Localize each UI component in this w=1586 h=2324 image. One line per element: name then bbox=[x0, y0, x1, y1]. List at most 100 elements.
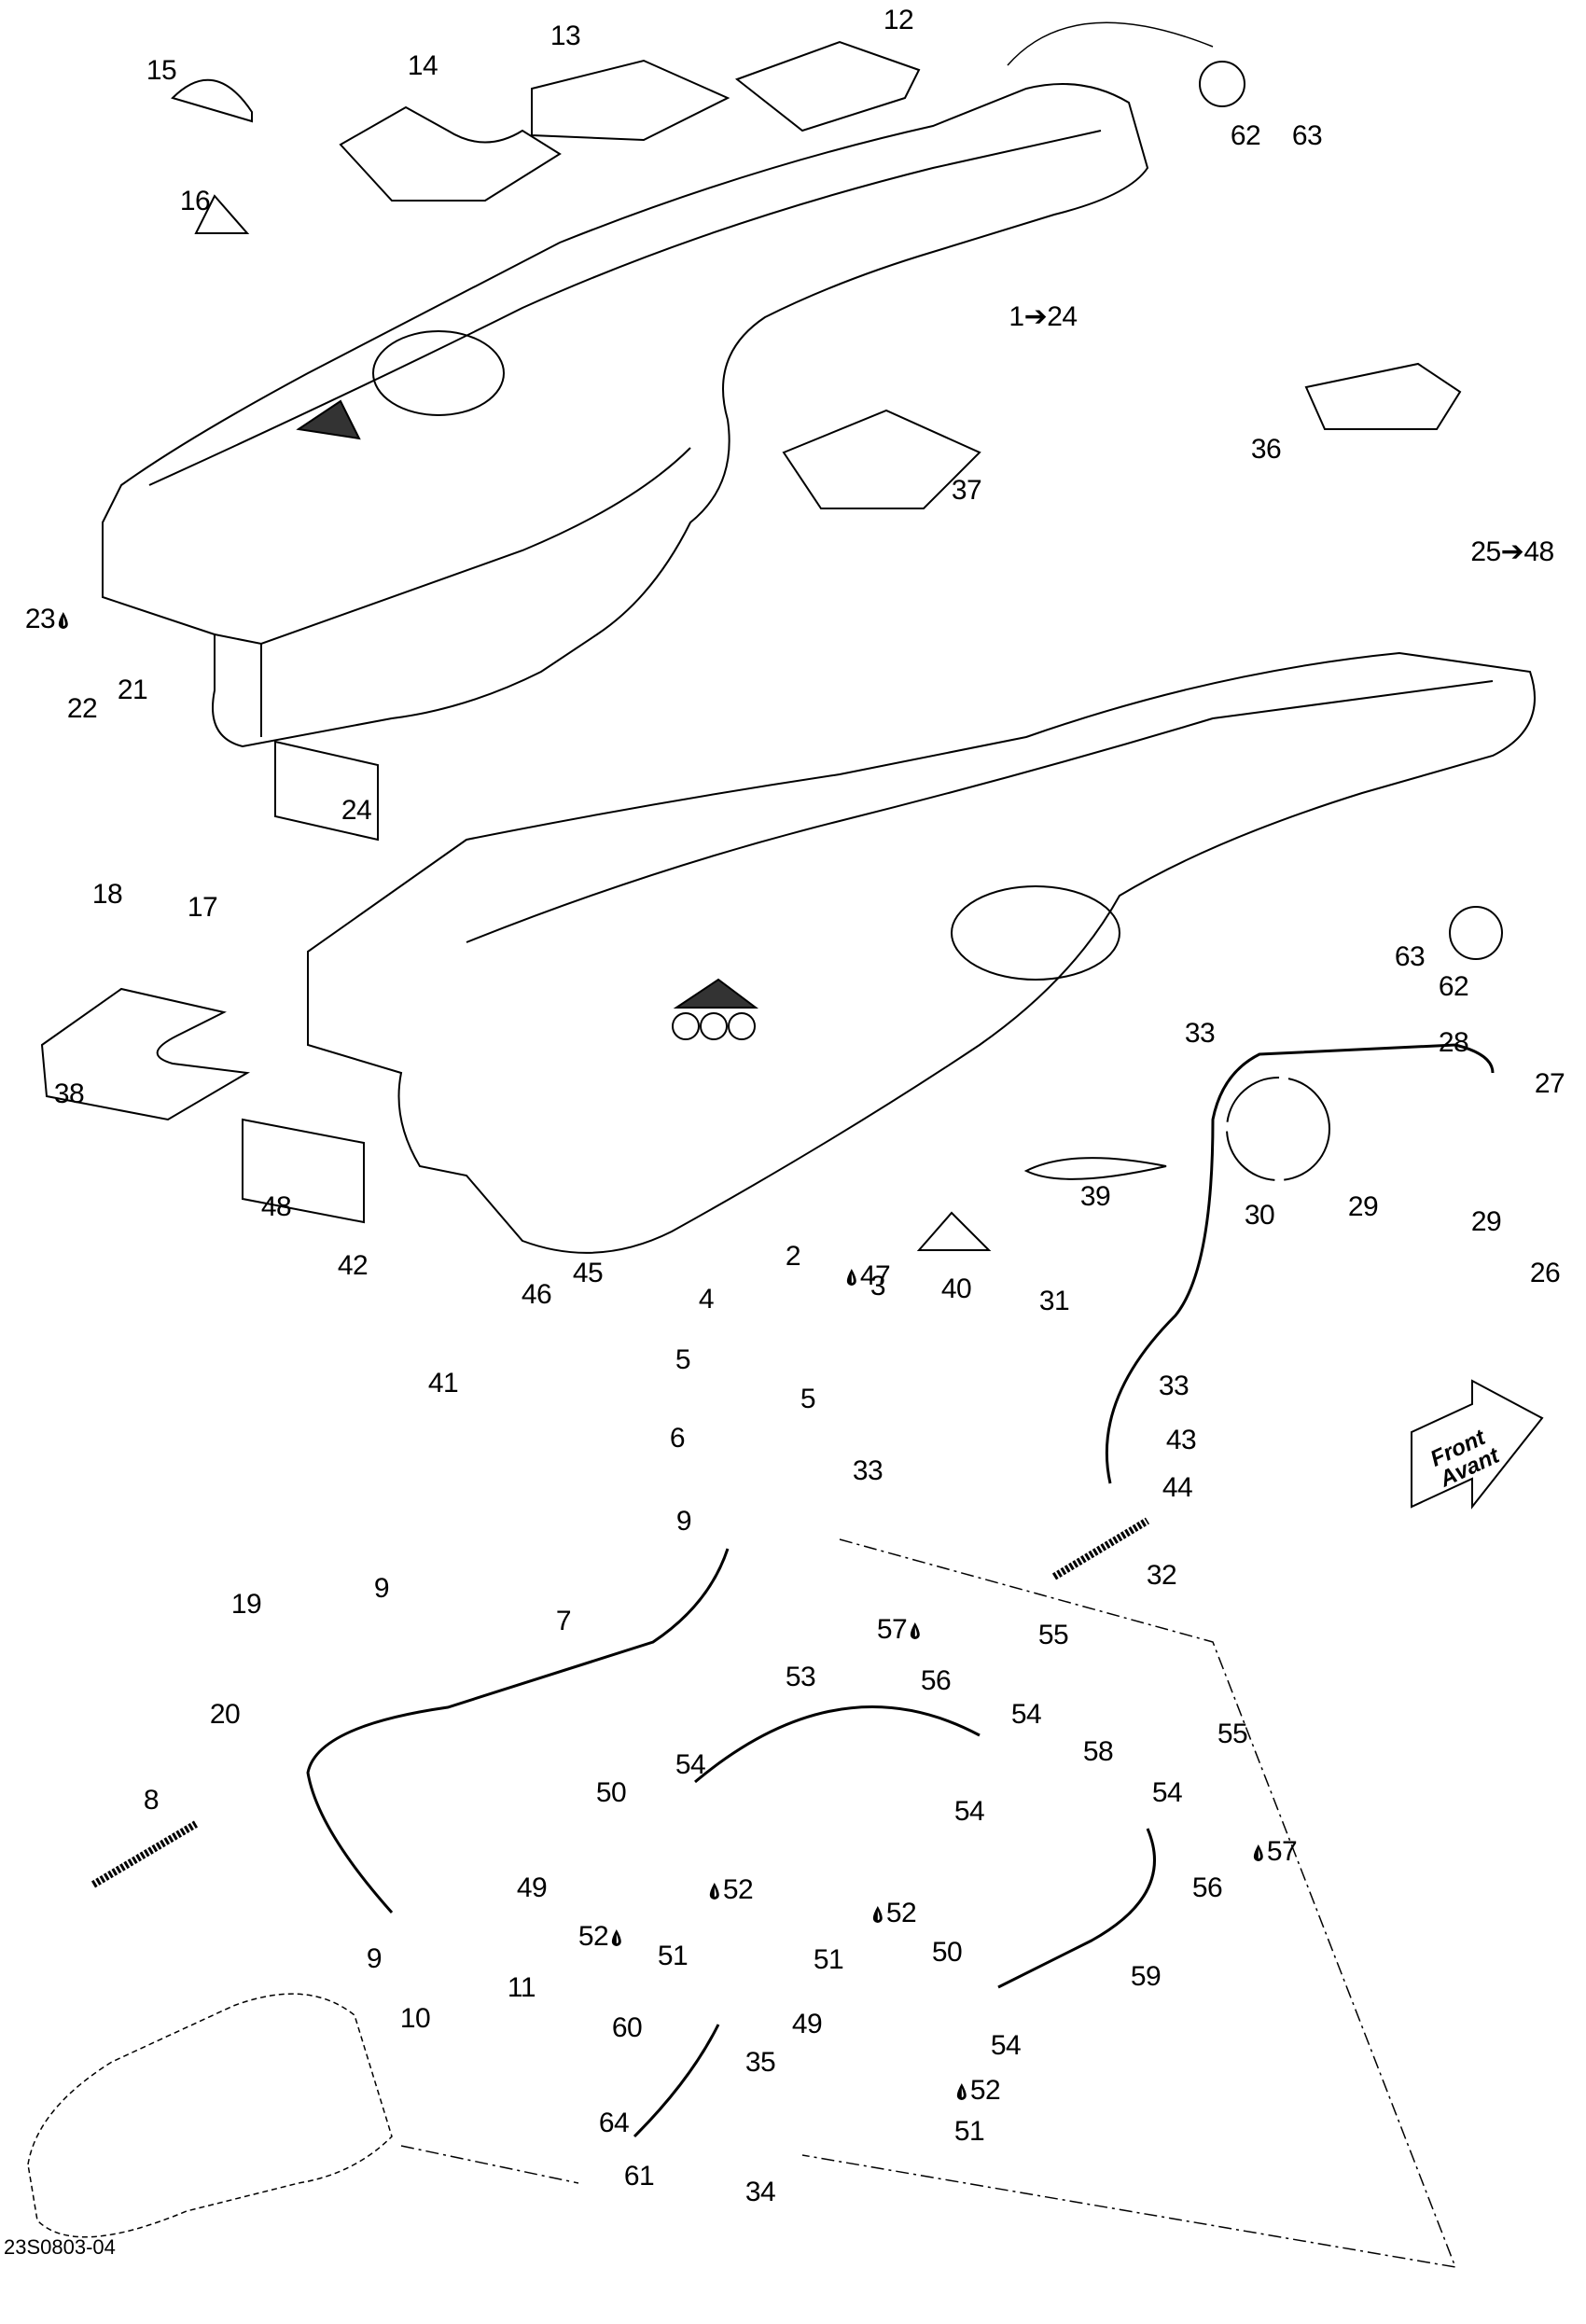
callout-number: 52 bbox=[969, 2075, 1001, 2106]
callout-number: 57 bbox=[876, 1614, 908, 1645]
callout-17: 17 bbox=[187, 892, 218, 923]
callout-number: 60 bbox=[611, 2012, 643, 2043]
curved-arrow bbox=[1007, 21, 1214, 66]
callout-10: 10 bbox=[400, 2005, 431, 2033]
callout-number: 42 bbox=[337, 1250, 369, 1281]
callout-64: 64 bbox=[598, 2108, 630, 2138]
callout-5: 5 bbox=[675, 1344, 691, 1375]
callout-number: 33 bbox=[852, 1455, 883, 1486]
callout-21: 21 bbox=[118, 676, 148, 704]
callout-number: 50 bbox=[595, 1777, 627, 1808]
callout-36: 36 bbox=[1250, 434, 1282, 465]
callout-18: 18 bbox=[92, 881, 123, 909]
callout-number: 43 bbox=[1165, 1425, 1197, 1455]
valve-detail-circle bbox=[1226, 1077, 1330, 1181]
callout-number: 13 bbox=[550, 21, 581, 51]
callout-number: 57 bbox=[1266, 1836, 1298, 1867]
callout-number: 7 bbox=[555, 1606, 572, 1636]
callout-number: 22 bbox=[66, 693, 98, 724]
callout-9: 9 bbox=[374, 1575, 390, 1603]
callout-54: 54 bbox=[1010, 1699, 1042, 1730]
callout-29: 29 bbox=[1470, 1206, 1502, 1237]
callout-47: 47 bbox=[843, 1262, 891, 1290]
callout-13: 13 bbox=[550, 21, 581, 51]
callout-number: 58 bbox=[1082, 1736, 1114, 1767]
drop-icon bbox=[59, 612, 69, 629]
callout-3: 3 bbox=[870, 1273, 886, 1301]
callout-number: 29 bbox=[1347, 1191, 1379, 1222]
callout-number: 51 bbox=[657, 1941, 689, 1971]
callout-number: 48 bbox=[260, 1191, 292, 1222]
callout-number: 29 bbox=[1470, 1206, 1502, 1237]
drop-icon bbox=[911, 1622, 921, 1639]
callout-number: 2 bbox=[785, 1241, 801, 1272]
callout-12: 12 bbox=[883, 7, 914, 35]
callout-62: 62 bbox=[1439, 973, 1469, 1001]
callout-60: 60 bbox=[611, 2012, 643, 2043]
callout-54: 54 bbox=[675, 1751, 706, 1779]
callout-number: 64 bbox=[598, 2108, 630, 2138]
callout-number: 39 bbox=[1079, 1181, 1111, 1212]
callout-52: 52 bbox=[706, 1876, 754, 1904]
spring-8 bbox=[90, 1820, 199, 1888]
callout-57: 57 bbox=[877, 1616, 924, 1644]
callout-number: 59 bbox=[1130, 1961, 1162, 1992]
callout-2: 2 bbox=[785, 1241, 801, 1272]
lower-tank bbox=[307, 651, 1536, 1254]
callout-25-48: 25➔48 bbox=[1470, 536, 1554, 567]
callout-43: 43 bbox=[1165, 1425, 1197, 1455]
callout-51: 51 bbox=[814, 1946, 844, 1974]
callout-number: 30 bbox=[1244, 1200, 1275, 1231]
callout-number: 36 bbox=[1250, 434, 1282, 465]
callout-number: 40 bbox=[940, 1273, 972, 1304]
callout-57: 57 bbox=[1250, 1836, 1298, 1867]
callout-39: 39 bbox=[1079, 1181, 1111, 1212]
leader-dashed-2 bbox=[400, 2145, 579, 2184]
callout-58: 58 bbox=[1082, 1736, 1114, 1767]
callout-9: 9 bbox=[366, 1943, 383, 1974]
callout-number: 25➔48 bbox=[1470, 536, 1554, 567]
callout-number: 54 bbox=[1010, 1699, 1042, 1730]
callout-number: 16 bbox=[179, 186, 211, 216]
callout-11: 11 bbox=[508, 1974, 536, 2002]
callout-4: 4 bbox=[699, 1286, 715, 1314]
callout-number: 11 bbox=[507, 1972, 536, 2003]
callout-53: 53 bbox=[786, 1663, 816, 1691]
callout-number: 61 bbox=[623, 2161, 655, 2192]
callout-56: 56 bbox=[921, 1667, 952, 1695]
drop-icon bbox=[612, 1929, 622, 1946]
callout-number: 17 bbox=[187, 892, 218, 923]
callout-number: 52 bbox=[885, 1898, 917, 1928]
callout-6: 6 bbox=[669, 1423, 686, 1454]
callout-number: 62 bbox=[1230, 120, 1261, 151]
part-62-cap bbox=[1199, 61, 1245, 107]
callout-44: 44 bbox=[1162, 1472, 1193, 1503]
callout-number: 9 bbox=[366, 1943, 383, 1974]
part-62-cap-lower bbox=[1449, 906, 1503, 960]
callout-1-24: 1➔24 bbox=[1009, 301, 1078, 332]
callout-54: 54 bbox=[991, 2032, 1022, 2060]
callout-37: 37 bbox=[952, 477, 982, 505]
fuel-hoses bbox=[306, 1043, 1495, 2138]
drop-icon bbox=[956, 2083, 967, 2100]
decals bbox=[40, 40, 1462, 1251]
callout-34: 34 bbox=[744, 2177, 776, 2207]
callout-number: 44 bbox=[1162, 1472, 1193, 1503]
callout-24: 24 bbox=[341, 797, 372, 825]
callout-15: 15 bbox=[146, 57, 177, 85]
callout-55: 55 bbox=[1038, 1621, 1069, 1649]
callout-46: 46 bbox=[522, 1281, 552, 1309]
callout-number: 5 bbox=[675, 1344, 691, 1375]
callout-52: 52 bbox=[953, 2075, 1001, 2106]
callout-number: 6 bbox=[669, 1423, 686, 1454]
callout-51: 51 bbox=[954, 2118, 985, 2146]
callout-number: 1➔24 bbox=[1009, 301, 1078, 332]
callout-number: 55 bbox=[1217, 1719, 1248, 1749]
callout-number: 14 bbox=[407, 50, 438, 81]
leader-dashed bbox=[801, 1538, 1457, 2268]
callout-number: 34 bbox=[744, 2177, 776, 2207]
callout-7: 7 bbox=[555, 1606, 572, 1636]
front-direction-arrow bbox=[1407, 1376, 1547, 1511]
callout-number: 52 bbox=[577, 1921, 609, 1952]
